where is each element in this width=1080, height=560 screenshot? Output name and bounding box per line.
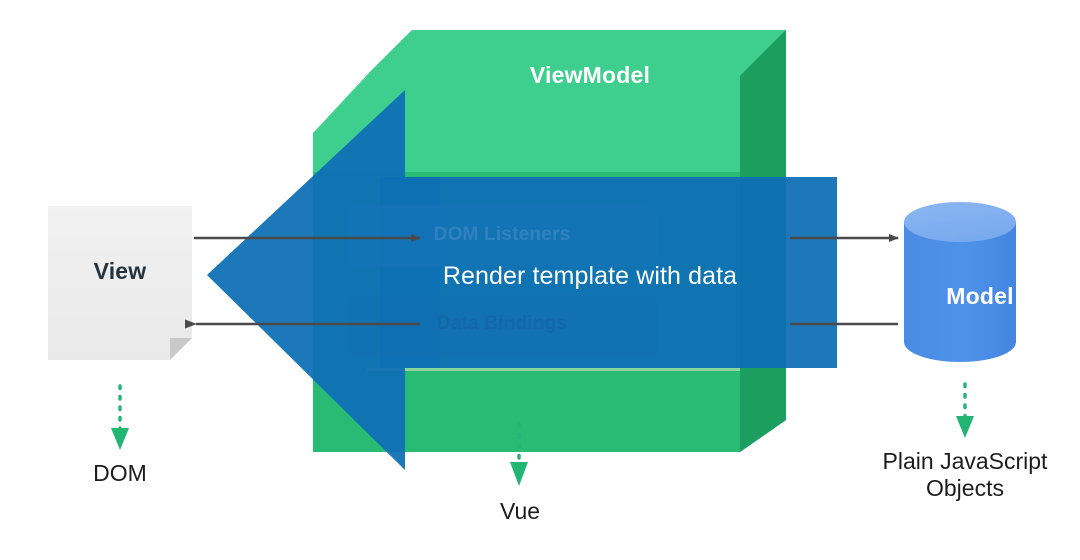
model-cylinder-top [904, 202, 1016, 242]
dom-listeners-box [348, 205, 658, 267]
pjo-arrowhead-icon [956, 416, 974, 438]
annotation-arrow-dom [111, 384, 129, 450]
view-node[interactable] [48, 206, 192, 360]
viewmodel-top-face [366, 30, 786, 76]
overlay-arrow-head [207, 90, 405, 470]
model-node[interactable] [904, 202, 1016, 362]
model-cylinder-body [904, 222, 1016, 362]
data-bindings-box [348, 295, 658, 357]
view-paper-body [48, 206, 192, 360]
annotation-arrows [111, 382, 974, 486]
annotation-arrow-vue [510, 422, 528, 486]
connectors [185, 234, 899, 329]
view-paper-fold [170, 338, 192, 360]
render-overlay-arrow[interactable] [207, 90, 837, 470]
annotation-arrow-pjo [956, 382, 974, 438]
dom-arrowhead-icon [111, 428, 129, 450]
viewmodel-bottom-highlight [366, 368, 740, 371]
vue-arrowhead-icon [510, 462, 528, 486]
viewmodel-front-upper [366, 76, 740, 172]
viewmodel-left-bevel [313, 30, 412, 172]
